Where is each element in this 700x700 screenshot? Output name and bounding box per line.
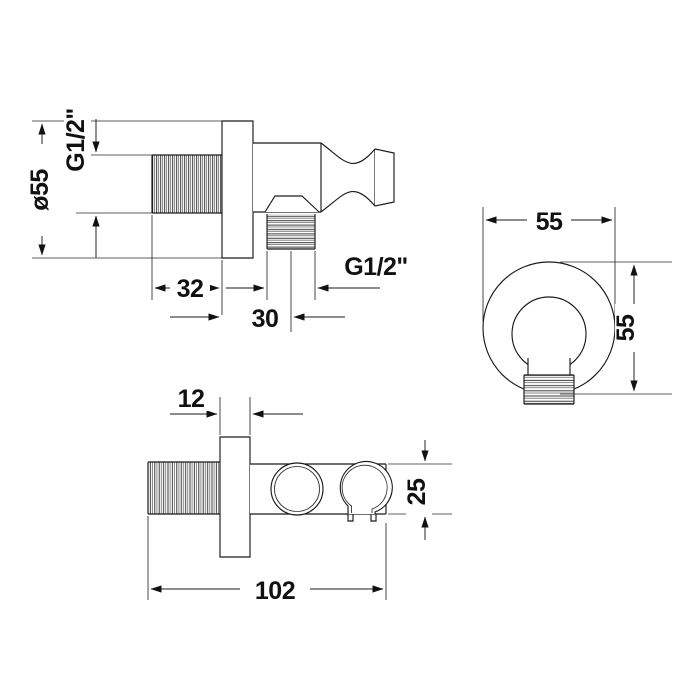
dim-label-g12-top: G1/2" bbox=[62, 108, 90, 172]
holder-ring-inner bbox=[274, 466, 320, 512]
dim-label-30-group: 30 bbox=[243, 304, 287, 333]
front-outlet-shoulder-fill bbox=[528, 360, 570, 375]
dim-label-32-group: 32 bbox=[170, 275, 210, 303]
inlet-thread-outline bbox=[151, 154, 222, 214]
holder-cclip-outer bbox=[339, 460, 393, 514]
dim-label-55-width-group: 55 bbox=[527, 208, 571, 236]
spout-end-cap bbox=[374, 148, 395, 207]
spout-waist-fill bbox=[321, 143, 375, 212]
dim-label-55-width: 55 bbox=[536, 208, 563, 236]
elbow-body-fill bbox=[253, 143, 321, 212]
flange-plate-side bbox=[222, 121, 253, 258]
spout-end-cap-fill bbox=[375, 149, 394, 206]
front-circular-view bbox=[482, 207, 672, 405]
dim-label-12: 12 bbox=[178, 385, 205, 413]
dim-label-55-height-group: 55 bbox=[612, 304, 641, 352]
side-elevation-view bbox=[32, 119, 395, 332]
dim-label-102-group: 102 bbox=[240, 575, 310, 605]
dim-label-d55-group: ø55 bbox=[26, 144, 55, 236]
flange-plate-outline bbox=[221, 120, 254, 259]
plan-view-with-holder bbox=[147, 397, 452, 600]
holder-ring-outer bbox=[270, 462, 324, 516]
dim-label-32: 32 bbox=[177, 275, 204, 303]
escutcheon-inner-circle bbox=[511, 296, 587, 372]
dim-label-25: 25 bbox=[403, 478, 431, 505]
cclip-notch-left bbox=[347, 514, 354, 522]
outlet-boss-outline bbox=[264, 195, 320, 213]
plan-inlet-thread-outline bbox=[147, 461, 220, 515]
plan-flange-outline bbox=[219, 436, 251, 558]
dim-label-d55: ø55 bbox=[26, 169, 54, 211]
front-outlet-shoulder bbox=[527, 358, 571, 375]
dim-label-g12-outlet: G1/2" bbox=[344, 253, 408, 281]
holder-cclip-inner bbox=[341, 464, 388, 513]
front-outlet-thread-body bbox=[524, 375, 574, 404]
plan-flange-plate bbox=[220, 437, 250, 557]
spout-top-curve bbox=[320, 142, 376, 165]
dim-label-g12-outlet-group: G1/2" bbox=[333, 252, 419, 281]
dim-label-102: 102 bbox=[255, 577, 295, 605]
outlet-thread-outline bbox=[266, 214, 316, 250]
plan-inlet-thread-body bbox=[148, 462, 220, 514]
dim-label-g12-top-group: G1/2" bbox=[62, 90, 91, 190]
cclip-notch-right bbox=[370, 514, 377, 522]
front-outlet-thread-outline bbox=[523, 374, 575, 405]
dim-label-55-height: 55 bbox=[612, 314, 640, 341]
dim-label-30: 30 bbox=[252, 305, 279, 333]
dim-label-25-group: 25 bbox=[403, 468, 432, 516]
inlet-thread-body bbox=[152, 155, 222, 213]
outlet-thread-body bbox=[267, 214, 315, 249]
dim-label-12-group: 12 bbox=[170, 385, 212, 413]
spout-bottom-curve bbox=[320, 190, 376, 213]
